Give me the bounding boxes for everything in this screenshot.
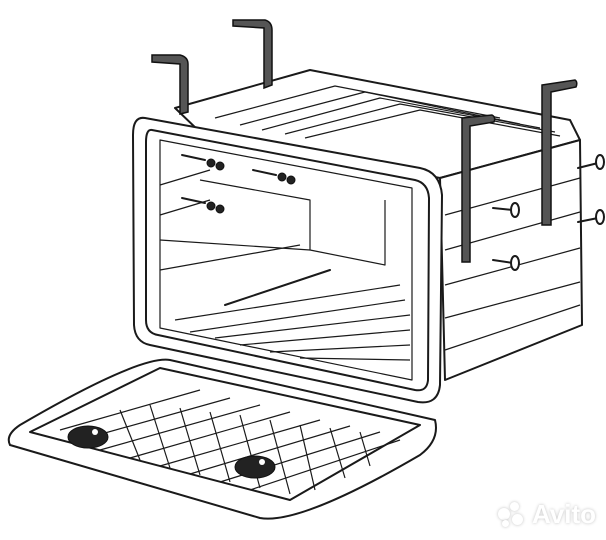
avito-watermark-text: Avito — [531, 499, 596, 529]
bolts-right — [492, 154, 605, 271]
lid-grid — [59, 389, 401, 495]
lid-latches — [67, 425, 276, 479]
avito-logo-icon — [497, 501, 528, 528]
mounting-brackets — [151, 19, 578, 263]
avito-watermark: Avito — [497, 499, 596, 530]
box-interior — [159, 139, 413, 381]
box-front-frame — [132, 116, 443, 404]
bolts-interior — [181, 154, 296, 214]
lid — [7, 358, 437, 520]
